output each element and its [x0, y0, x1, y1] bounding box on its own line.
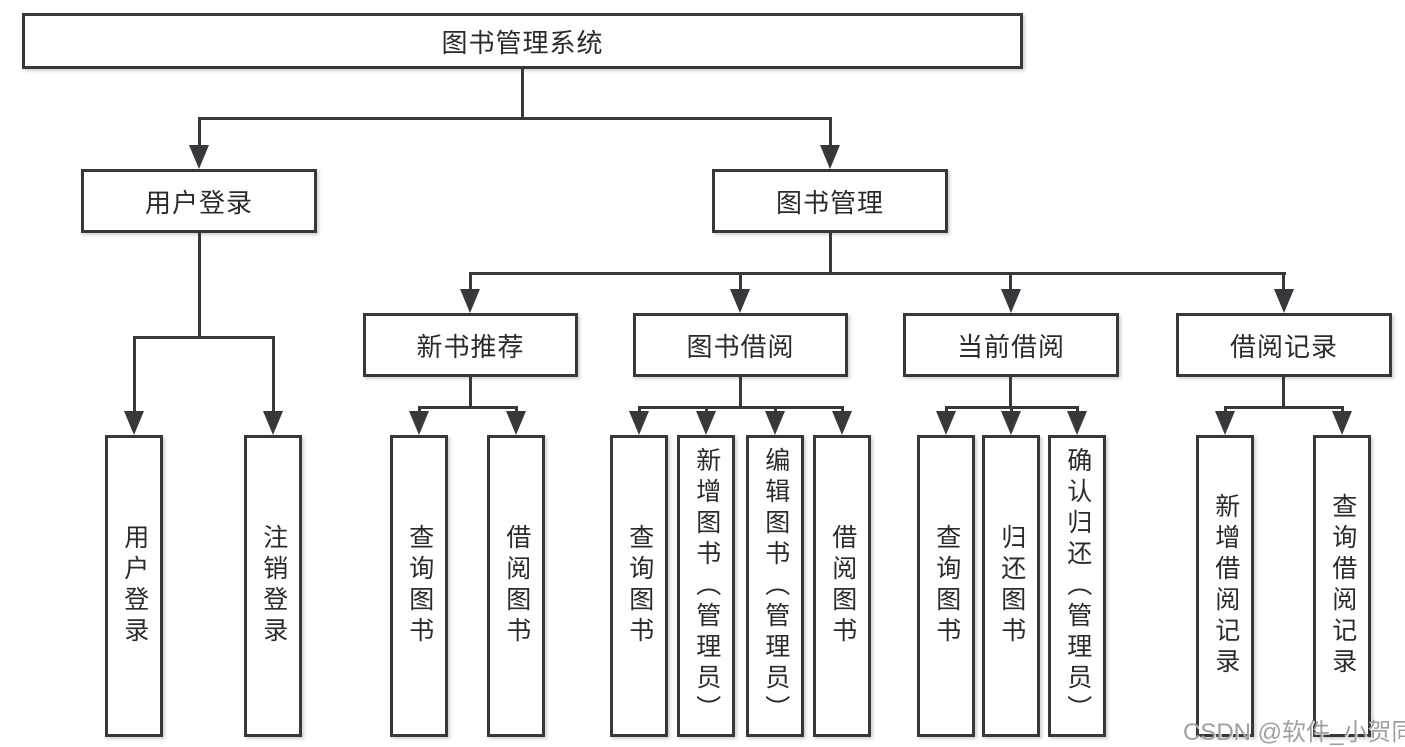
connector-line: [468, 271, 1286, 275]
arrow-down-icon: [460, 289, 480, 313]
node-label: 图书管理: [775, 187, 884, 218]
leaf-label: 归还图书: [997, 524, 1026, 648]
connector-line: [417, 405, 421, 414]
connector-line: [1009, 377, 1012, 408]
leaf-logout: 注销登录: [244, 435, 302, 737]
leaf-label: 新增借阅记录: [1211, 493, 1240, 679]
node-label: 用户登录: [144, 187, 253, 218]
leaf-user-login: 用户登录: [105, 435, 163, 737]
arrow-down-icon: [409, 411, 429, 435]
arrow-down-icon: [936, 411, 956, 435]
connector-line: [1009, 405, 1013, 414]
connector-line: [1223, 405, 1227, 414]
leaf-add-borrow-record: 新增借阅记录: [1196, 435, 1254, 737]
connector-line: [132, 335, 275, 339]
connector-line: [1009, 271, 1012, 292]
leaf-label: 借阅图书: [828, 524, 857, 648]
leaf-label: 查询图书: [405, 524, 434, 648]
node-label: 图书借阅: [686, 331, 795, 362]
connector-line: [637, 405, 844, 409]
arrow-down-icon: [1001, 411, 1021, 435]
leaf-label: 确认归还（管理员）: [1063, 446, 1092, 726]
connector-line: [773, 405, 777, 414]
leaf-return-books: 归还图书: [982, 435, 1040, 737]
arrow-down-icon: [263, 411, 283, 435]
connector-line: [1282, 377, 1285, 408]
connector-line: [468, 377, 472, 408]
connector-line: [197, 116, 832, 120]
arrow-down-icon: [506, 411, 526, 435]
connector-line: [197, 116, 201, 148]
connector-line: [738, 377, 742, 408]
arrow-down-icon: [1273, 289, 1294, 313]
connector-line: [828, 116, 832, 148]
connector-line: [468, 271, 472, 292]
node-label: 借阅记录: [1229, 331, 1338, 362]
arrow-down-icon: [124, 411, 144, 435]
node-user-login: 用户登录: [81, 169, 317, 233]
connector-line: [132, 335, 136, 413]
leaf-label: 新增图书（管理员）: [692, 446, 721, 726]
arrow-down-icon: [832, 411, 852, 435]
connector-line: [840, 405, 844, 414]
leaf-confirm-return-admin: 确认归还（管理员）: [1048, 435, 1106, 737]
node-book-borrowing: 图书借阅: [633, 313, 848, 377]
csdn-watermark: CSDN @软件_小贺同学: [1183, 719, 1405, 746]
node-borrowing-records: 借阅记录: [1176, 313, 1392, 377]
connector-line: [417, 405, 518, 409]
leaf-query-borrow-record: 查询借阅记录: [1313, 435, 1371, 737]
connector-line: [828, 232, 832, 274]
leaf-query-books-current: 查询图书: [917, 435, 975, 737]
leaf-label: 用户登录: [120, 524, 149, 648]
connector-line: [197, 232, 201, 338]
arrow-down-icon: [629, 411, 649, 435]
arrow-down-icon: [696, 411, 716, 435]
leaf-label: 编辑图书（管理员）: [761, 446, 790, 726]
connector-line: [1075, 405, 1079, 414]
connector-line: [514, 405, 518, 414]
node-label: 新书推荐: [416, 331, 525, 362]
leaf-edit-books-admin: 编辑图书（管理员）: [746, 435, 804, 737]
connector-line: [944, 405, 948, 414]
leaf-label: 借阅图书: [502, 524, 531, 648]
node-library-management-system: 图书管理系统: [22, 13, 1023, 69]
arrow-down-icon: [1215, 411, 1235, 435]
arrow-down-icon: [820, 145, 840, 169]
connector-line: [738, 271, 742, 292]
node-label: 图书管理系统: [441, 27, 604, 58]
arrow-down-icon: [1332, 411, 1352, 435]
arrow-down-icon: [1000, 289, 1021, 313]
arrow-down-icon: [765, 411, 785, 435]
leaf-label: 查询图书: [932, 524, 961, 648]
leaf-query-books-recommend: 查询图书: [390, 435, 448, 737]
connector-line: [1340, 405, 1344, 414]
arrow-down-icon: [189, 145, 209, 169]
arrow-down-icon: [1067, 411, 1087, 435]
connector-line: [704, 405, 708, 414]
leaf-borrow-books: 借阅图书: [813, 435, 871, 737]
arrow-down-icon: [730, 289, 750, 313]
leaf-label: 注销登录: [259, 524, 288, 648]
leaf-label: 查询图书: [625, 524, 654, 648]
node-label: 当前借阅: [956, 331, 1065, 362]
connector-line: [637, 405, 641, 414]
leaf-add-books-admin: 新增图书（管理员）: [677, 435, 735, 737]
leaf-label: 查询借阅记录: [1328, 493, 1357, 679]
connector-line: [1223, 405, 1344, 409]
leaf-query-books-borrow: 查询图书: [610, 435, 668, 737]
node-current-borrowing: 当前借阅: [903, 313, 1119, 377]
connector-line: [1282, 271, 1285, 292]
connector-line: [271, 335, 275, 413]
node-new-book-recommendation: 新书推荐: [363, 313, 578, 377]
connector-line: [520, 68, 524, 119]
leaf-borrow-books-recommend: 借阅图书: [487, 435, 545, 737]
node-book-management: 图书管理: [712, 169, 948, 233]
